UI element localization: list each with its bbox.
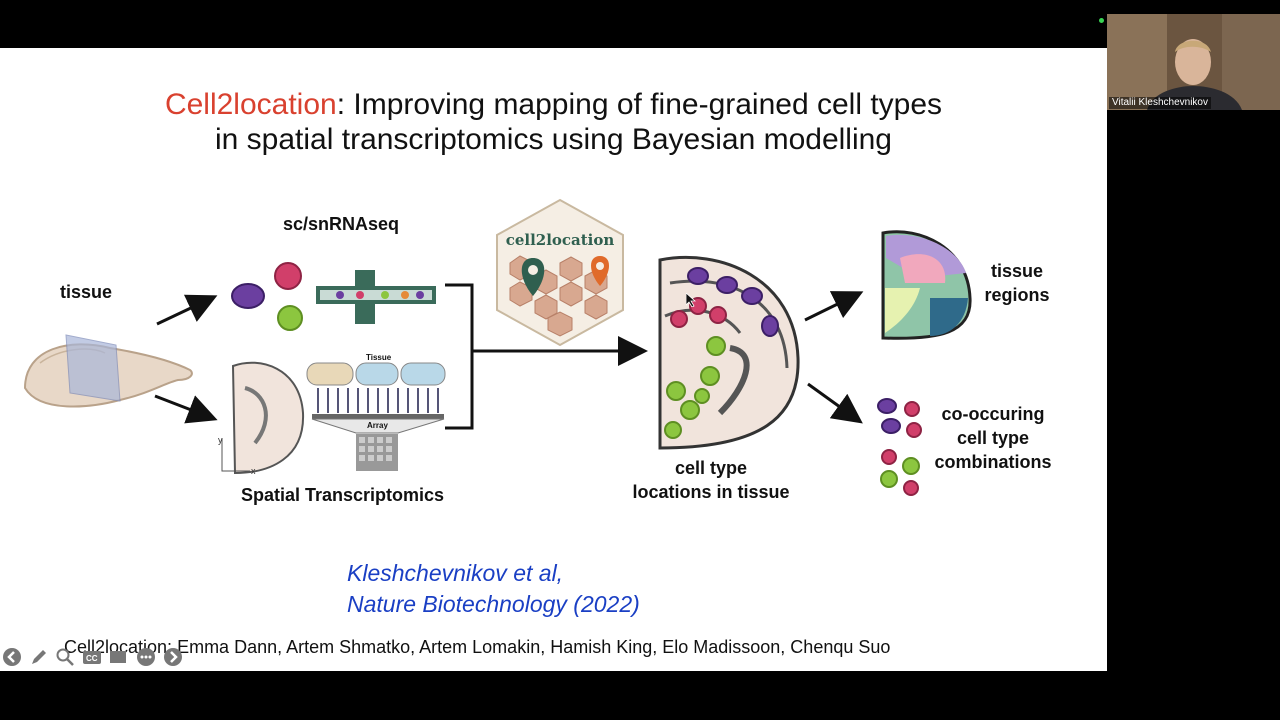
label-cooccurring-line2: cell type [956,428,1030,448]
title-highlight: Cell2location [164,88,337,121]
label-scrnaseq: sc/snRNAseq [283,214,400,234]
citation-line2: Nature Biotechnology (2022) [347,591,640,617]
workflow-diagram: y x Tissue A [23,198,972,496]
label-spatial-transcriptomics: Spatial Transcriptomics [241,485,445,505]
combine-bracket [445,283,474,430]
forward-icon[interactable] [162,646,184,668]
webcam-tile[interactable]: Vitalii Kleshchevnikov [1107,14,1280,110]
title-line1-rest: : Improving mapping of fine-grained cell… [336,88,943,121]
captions-icon[interactable]: CC [81,646,103,668]
arrow-to-combinations [807,382,863,424]
label-cooccurring: co-occuring cell type combinations [925,402,1061,474]
arrow-to-regions [804,291,864,322]
label-cell-type-locations-line1: cell type [674,458,748,478]
tissue-small-label: Tissue [366,353,392,362]
label-tissue-regions: tissue regions [975,259,1059,307]
tissue-regions-map [881,230,972,340]
pen-icon[interactable] [28,646,50,668]
label-cell-type-locations-line2: locations in tissue [632,482,790,502]
svg-text:CC: CC [86,654,98,663]
screen-icon[interactable] [107,646,129,668]
brain-illustration [23,334,193,408]
more-icon[interactable] [135,646,157,668]
mouse-pointer-icon [686,293,696,307]
logo-text: cell2location [506,231,615,249]
microfluidics-chip [316,270,436,324]
arrow-to-spatial [154,394,218,424]
webcam-video [1107,14,1280,110]
array-small-label: Array [367,421,388,430]
axis-y-label: y [218,435,223,445]
mapped-tissue-section [658,255,800,450]
zoom-icon[interactable] [54,646,76,668]
status-dot [1099,18,1104,23]
back-icon[interactable] [1,646,23,668]
cell2location-logo [496,198,624,347]
citation-line1: Kleshchevnikov et al, [347,560,564,586]
participant-name: Vitalii Kleshchevnikov [1109,97,1211,109]
slide-title-line2: in spatial transcriptomics using Bayesia… [215,123,892,156]
spatial-array-schematic [306,362,446,471]
slide-title-line1: Cell2location: Improving mapping of fine… [0,88,1107,122]
scrnaseq-cells [231,262,303,331]
cooccur-cells [877,398,922,496]
label-cooccurring-line3: combinations [934,452,1052,472]
arrow-to-scrnaseq [156,294,218,326]
axis-x-label: x [251,466,256,476]
brain-section [221,361,305,475]
credits-text: Cell2location: Emma Dann, Artem Shmatko,… [64,637,891,657]
slide: Cell2location: Improving mapping of fine… [0,48,1107,671]
label-cooccurring-line1: co-occuring [941,404,1045,424]
label-cell-type-locations: cell type locations in tissue [618,456,804,504]
label-tissue: tissue [60,282,113,302]
label-tissue-regions-line1: tissue [990,261,1044,281]
label-tissue-regions-line2: regions [984,285,1050,305]
